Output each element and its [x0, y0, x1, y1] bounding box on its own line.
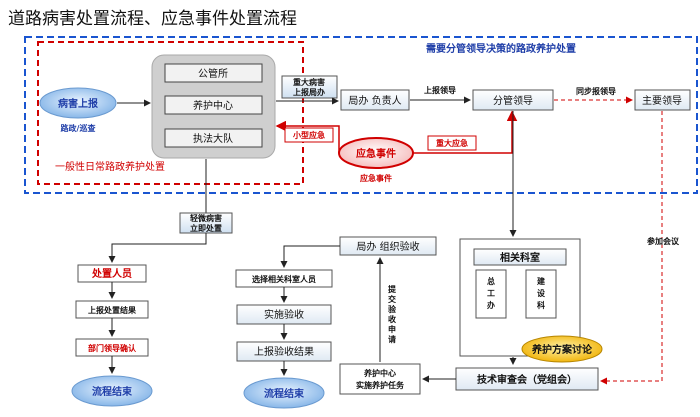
arrow-main-to-review: [600, 111, 663, 385]
minor-disease-line2: 立即处置: [190, 223, 222, 233]
decision-region-label: 需要分管领导决策的路政养护处置: [426, 42, 576, 55]
general-office-box: [475, 269, 507, 319]
general-office-char-1: 总: [487, 276, 495, 286]
major-disease-line1: 重大病害: [293, 77, 325, 87]
daily-region-label: 一般性日常路政养护处置: [55, 160, 165, 173]
general-office-char-2: 工: [487, 289, 495, 298]
center-implement-line1: 养护中心: [363, 368, 396, 378]
participate-meeting-label: 参加会议: [646, 236, 680, 246]
minor-emergency-tag: [284, 127, 334, 143]
arrow-major-emergency: [413, 110, 518, 154]
report-leader-label: 上报领导: [424, 85, 456, 95]
construction-dept-char-3: 科: [537, 300, 545, 310]
emergency-event-sub: 应急事件: [360, 173, 392, 183]
gongguansuo-label: 公管所: [198, 67, 228, 80]
report-result-label: 上报处置结果: [88, 305, 136, 315]
bureau-leader-label: 局办 负责人: [348, 94, 401, 107]
center-implement-box: [339, 363, 421, 395]
daily-region-border: [37, 41, 304, 185]
major-disease-line2: 上报局办: [293, 87, 325, 97]
process-end-2-node: [243, 377, 325, 409]
submit-check-text: 提 交 验 收 申 请: [388, 284, 397, 344]
general-office-char-3: 办: [487, 300, 495, 310]
submit-check-char-1: 提: [388, 284, 397, 294]
submit-check-char-2: 交: [388, 294, 396, 304]
patrol-label: 路政/巡查: [61, 123, 97, 133]
submit-check-char-6: 请: [388, 334, 396, 344]
gongguansuo-box: [164, 63, 263, 83]
related-dept-box: [473, 248, 567, 266]
construction-dept-box: [525, 269, 557, 319]
emergency-event-label: 应急事件: [356, 147, 396, 160]
enforcement-team-box: [164, 128, 263, 148]
enforcement-team-label: 执法大队: [193, 132, 233, 145]
major-emergency-label: 重大应急: [436, 138, 468, 148]
main-leader-label: 主要领导: [642, 94, 682, 107]
sync-report-label: 同步报领导: [576, 86, 616, 96]
disease-report-node: [39, 87, 117, 119]
major-emergency-tag: [427, 135, 477, 151]
bureau-organize-label: 局办 组织验收: [356, 240, 419, 253]
tech-review-label: 技术审查会（党组会）: [477, 373, 577, 386]
page-title: 道路病害处置流程、应急事件处置流程: [8, 9, 297, 29]
minor-emergency-label: 小型应急: [292, 130, 325, 140]
maintenance-center-box: [164, 95, 263, 115]
select-staff-label: 选择相关科室人员: [252, 274, 316, 284]
maintenance-center-label: 养护中心: [193, 99, 233, 112]
arrow-minor-to-handler: [108, 233, 207, 263]
division-leader-box: [472, 89, 554, 111]
submit-check-char-4: 收: [388, 314, 396, 324]
major-disease-tag: [281, 75, 338, 99]
plan-discussion-label: 养护方案讨论: [531, 343, 593, 356]
related-dept-label: 相关科室: [500, 251, 540, 264]
decision-region-border: [24, 36, 698, 194]
process-end-1-node: [71, 375, 153, 407]
dept-confirm-label: 部门领导确认: [88, 343, 137, 353]
arrow-minor-emergency: [275, 120, 340, 153]
plan-discussion-node: [521, 335, 603, 363]
arrow-organize-to-select: [280, 245, 340, 268]
submit-check-char-5: 申: [388, 324, 396, 334]
construction-dept-char-2: 设: [537, 288, 545, 298]
handler-label: 处置人员: [91, 267, 132, 280]
disease-report-label: 病害上报: [58, 97, 98, 110]
construction-dept-char-1: 建: [536, 276, 546, 286]
division-leader-label: 分管领导: [493, 94, 533, 107]
process-end-1-label: 流程结束: [92, 385, 133, 398]
minor-disease-line1: 轻微病害: [190, 213, 222, 223]
bureau-leader-box: [340, 89, 410, 111]
main-leader-box: [634, 89, 691, 111]
report-check-label: 上报验收结果: [254, 345, 314, 358]
center-implement-line2: 实施养护任务: [356, 380, 405, 390]
implement-check-label: 实施验收: [264, 308, 304, 321]
process-end-2-label: 流程结束: [264, 387, 305, 400]
submit-check-char-3: 验: [388, 304, 397, 314]
